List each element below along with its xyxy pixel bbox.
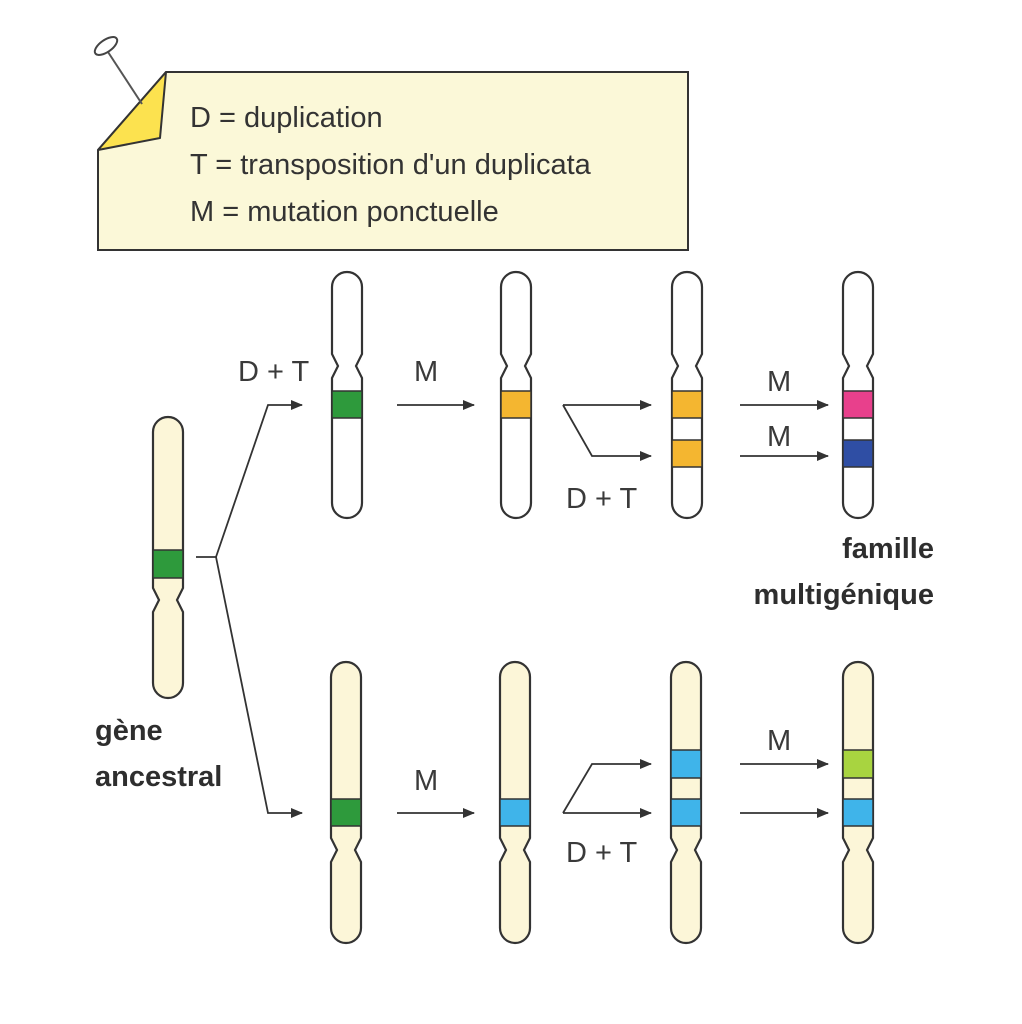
family-label-line1: famille bbox=[842, 533, 934, 565]
top-chromosome-4 bbox=[841, 270, 875, 520]
gene-band-navy bbox=[842, 439, 874, 468]
gene-band-orange-lower bbox=[671, 439, 703, 468]
pushpin-icon bbox=[93, 36, 143, 105]
bottom-chromosome-1 bbox=[329, 660, 363, 945]
top-chromosome-3 bbox=[670, 270, 704, 520]
ancestral-gene-label-line1: gène bbox=[95, 715, 163, 747]
branch-arrow-bottom bbox=[215, 556, 303, 818]
legend-item-mutation: M = mutation ponctuelle bbox=[190, 196, 499, 228]
bottom-chromosome-4 bbox=[841, 660, 875, 945]
gene-band-cyan-upper bbox=[670, 749, 702, 779]
gene-band-cyan-lower bbox=[670, 798, 702, 827]
arrow-dup-top-lower bbox=[562, 404, 652, 461]
gene-band-green bbox=[152, 549, 184, 579]
legend-item-transposition: T = transposition d'un duplicata bbox=[190, 149, 592, 181]
gene-band-magenta bbox=[842, 390, 874, 419]
label-dt-bottom: D + T bbox=[566, 837, 637, 869]
family-label-line2: multigénique bbox=[754, 579, 934, 611]
label-m-bottom-1: M bbox=[414, 765, 438, 797]
branch-arrows bbox=[196, 400, 303, 818]
top-chromosome-2 bbox=[499, 270, 533, 520]
label-dt-top-first: D + T bbox=[238, 356, 309, 388]
label-m-bottom-upper: M bbox=[767, 725, 791, 757]
gene-band-orange-upper bbox=[671, 390, 703, 419]
gene-band-green bbox=[330, 798, 362, 827]
top-chromosome-1 bbox=[330, 270, 364, 520]
branch-arrow-top bbox=[215, 400, 303, 558]
legend-note: D = duplication T = transposition d'un d… bbox=[93, 36, 689, 251]
label-m-top-1: M bbox=[414, 356, 438, 388]
gene-band-green bbox=[331, 390, 363, 419]
arrow-dup-bottom-upper bbox=[562, 759, 652, 814]
bottom-chromosome-2 bbox=[498, 660, 532, 945]
legend-item-duplication: D = duplication bbox=[190, 102, 383, 134]
label-dt-top-second: D + T bbox=[566, 483, 637, 515]
legend-folded-corner bbox=[97, 71, 167, 151]
gene-band-cyan bbox=[499, 798, 531, 827]
gene-band-cyan bbox=[842, 798, 874, 827]
ancestral-gene-label-line2: ancestral bbox=[95, 761, 222, 793]
label-m-top-upper: M bbox=[767, 366, 791, 398]
gene-band-lime bbox=[842, 749, 874, 779]
bottom-chromosome-3 bbox=[669, 660, 703, 945]
ancestral-chromosome bbox=[151, 415, 185, 700]
label-m-top-lower: M bbox=[767, 421, 791, 453]
gene-band-orange bbox=[500, 390, 532, 419]
